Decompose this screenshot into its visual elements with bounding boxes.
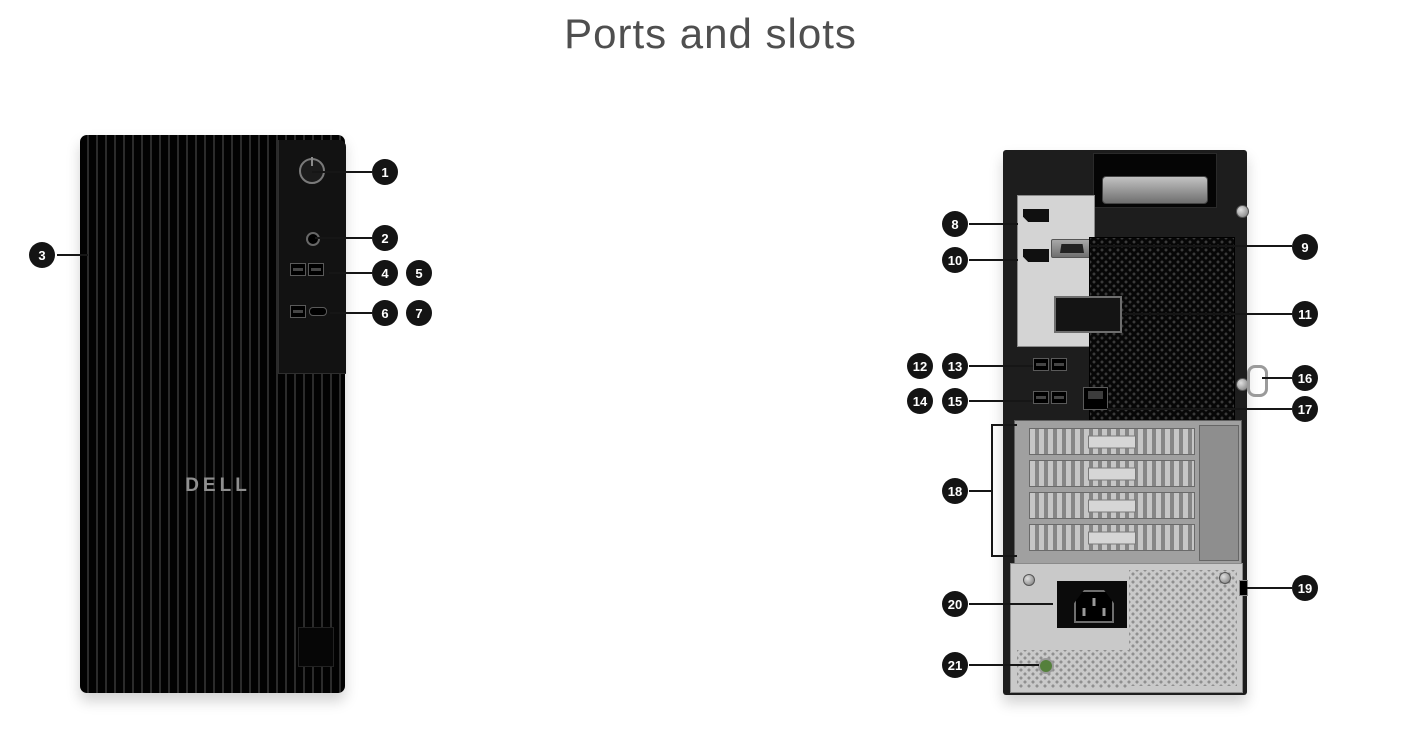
displayport-1 bbox=[1023, 209, 1049, 222]
callout-5: 5 bbox=[406, 260, 432, 286]
usb-port-rear-3 bbox=[1033, 391, 1049, 404]
padlock-ring bbox=[1247, 365, 1268, 397]
callout-line-2 bbox=[315, 237, 372, 239]
callout-line-21 bbox=[969, 664, 1039, 666]
psu-screw-left bbox=[1023, 574, 1035, 586]
callout-line-10 bbox=[969, 259, 1018, 261]
displayport-2 bbox=[1023, 249, 1049, 262]
callout-2: 2 bbox=[372, 225, 398, 251]
callout-line-11 bbox=[1122, 313, 1292, 315]
callout-line-20 bbox=[969, 603, 1053, 605]
frame-screw-top bbox=[1236, 205, 1249, 218]
callout-3: 3 bbox=[29, 242, 55, 268]
usb-c-port-front bbox=[309, 307, 327, 316]
callout-19: 19 bbox=[1292, 575, 1318, 601]
power-supply-diagnostic-light bbox=[1038, 658, 1054, 674]
expansion-slot-cover-2 bbox=[1029, 460, 1195, 487]
power-connector-port bbox=[1057, 581, 1127, 628]
callout-11: 11 bbox=[1292, 301, 1318, 327]
psu-vent-dots-right bbox=[1129, 570, 1237, 686]
callout-line-8 bbox=[969, 223, 1018, 225]
usb-port-rear-1 bbox=[1033, 358, 1049, 371]
expansion-latch-bar bbox=[1199, 425, 1239, 561]
psu-screw-right bbox=[1219, 572, 1231, 584]
page-title: Ports and slots bbox=[564, 10, 857, 57]
callout-bracket-18-bottom bbox=[992, 555, 1017, 557]
callout-line-18 bbox=[969, 490, 991, 492]
callout-line-6 bbox=[330, 312, 372, 314]
callout-bracket-18-vertical bbox=[991, 424, 993, 557]
callout-line-1 bbox=[312, 171, 372, 173]
serial-port bbox=[1051, 239, 1093, 258]
callout-15: 15 bbox=[942, 388, 968, 414]
usb-port-front-2 bbox=[308, 263, 324, 276]
callout-13: 13 bbox=[942, 353, 968, 379]
usb-port-front-1 bbox=[290, 263, 306, 276]
callout-21: 21 bbox=[942, 652, 968, 678]
callout-line-9 bbox=[1090, 245, 1292, 247]
callout-1: 1 bbox=[372, 159, 398, 185]
ethernet-port bbox=[1083, 387, 1108, 410]
carry-handle-recess bbox=[1093, 153, 1217, 208]
callout-line-13 bbox=[969, 365, 1033, 367]
callout-12: 12 bbox=[907, 353, 933, 379]
callout-14: 14 bbox=[907, 388, 933, 414]
callout-9: 9 bbox=[1292, 234, 1318, 260]
expansion-slot-cover-1 bbox=[1029, 428, 1195, 455]
expansion-slot-area bbox=[1014, 420, 1242, 564]
callout-line-17 bbox=[1107, 408, 1292, 410]
callout-line-15 bbox=[969, 400, 1033, 402]
callout-20: 20 bbox=[942, 591, 968, 617]
callout-bracket-18-top bbox=[992, 424, 1017, 426]
callout-18: 18 bbox=[942, 478, 968, 504]
usb-port-rear-4 bbox=[1051, 391, 1067, 404]
callout-line-19 bbox=[1247, 587, 1292, 589]
expansion-slot-cover-3 bbox=[1029, 492, 1195, 519]
dell-logo: DELL bbox=[185, 475, 251, 496]
callout-10: 10 bbox=[942, 247, 968, 273]
callout-line-3 bbox=[57, 254, 88, 256]
rear-vent-grid bbox=[1089, 237, 1235, 426]
callout-4: 4 bbox=[372, 260, 398, 286]
usb-port-rear-2 bbox=[1051, 358, 1067, 371]
power-socket bbox=[1074, 590, 1114, 623]
psu-vent-dots-bottom bbox=[1017, 650, 1129, 688]
power-supply-unit bbox=[1010, 563, 1243, 693]
callout-line-16 bbox=[1262, 377, 1292, 379]
front-view-tower: DELL bbox=[80, 135, 346, 693]
callout-8: 8 bbox=[942, 211, 968, 237]
callout-6: 6 bbox=[372, 300, 398, 326]
callout-17: 17 bbox=[1292, 396, 1318, 422]
headset-jack bbox=[306, 232, 320, 246]
front-bottom-badge bbox=[298, 627, 334, 667]
carry-handle bbox=[1102, 176, 1208, 204]
rear-view-chassis bbox=[1003, 150, 1268, 695]
optional-port-slot bbox=[1054, 296, 1122, 333]
callout-line-4 bbox=[329, 272, 372, 274]
expansion-slot-cover-4 bbox=[1029, 524, 1195, 551]
callout-16: 16 bbox=[1292, 365, 1318, 391]
callout-7: 7 bbox=[406, 300, 432, 326]
usb-port-front-3 bbox=[290, 305, 306, 318]
